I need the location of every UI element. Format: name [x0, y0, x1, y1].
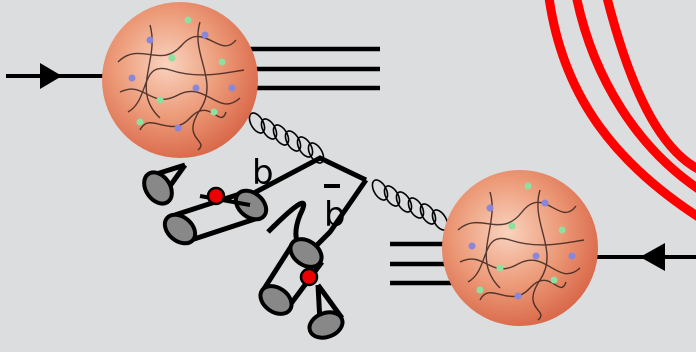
jet-cone-upper-left: [138, 165, 185, 209]
proton-right: [442, 170, 598, 326]
left-beam-arrow: [6, 63, 112, 89]
right-beam-arrow: [590, 243, 696, 271]
gluon-right: [369, 177, 450, 232]
jet-cone-lower-right: [306, 285, 346, 342]
decay-vertex-upper: [208, 188, 224, 204]
antiquark-label-b: b: [324, 195, 346, 235]
detector-track-rings: [548, 0, 696, 218]
proton-left: [102, 2, 258, 158]
decay-vertex-lower: [301, 269, 317, 285]
left-proton-remnant-lines: [250, 49, 380, 88]
quark-label-b: b: [252, 153, 274, 193]
